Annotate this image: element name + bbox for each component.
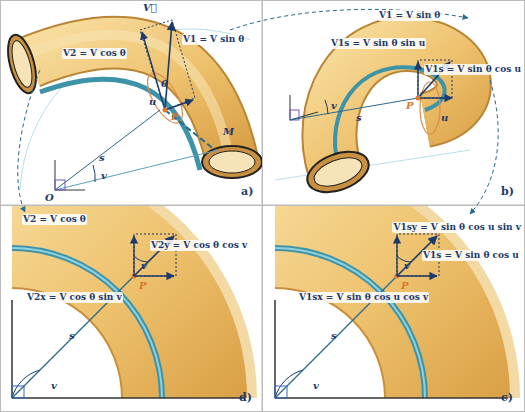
vector-label: V1 = V sin θ bbox=[378, 10, 441, 21]
vector-label: v bbox=[140, 260, 148, 271]
vector-label: v bbox=[403, 260, 411, 271]
vector-label: v bbox=[312, 380, 320, 391]
vector-label: s bbox=[355, 112, 363, 123]
panel-letter: d) bbox=[238, 392, 253, 403]
vector-label: V1sx = V sin θ cos u cos v bbox=[298, 292, 429, 303]
vector-label: V1sy = V sin θ cos u sin v bbox=[392, 222, 522, 233]
vector-label: P bbox=[138, 280, 148, 291]
vector-label: V1 = V sin θ bbox=[182, 34, 245, 45]
vector-label: s bbox=[68, 330, 76, 341]
vector-label: θ bbox=[160, 78, 169, 89]
vector-label: u bbox=[148, 96, 157, 107]
panel-letter: b) bbox=[500, 186, 515, 197]
vector-label: P bbox=[170, 111, 180, 122]
vector-label: O bbox=[44, 192, 55, 203]
vector-label: V⃗ bbox=[142, 2, 158, 13]
vector-label: P bbox=[405, 100, 415, 111]
vector-label: u bbox=[440, 112, 449, 123]
vector-label: V1s = V sin θ sin u bbox=[330, 38, 426, 49]
vector-label: M bbox=[222, 126, 235, 137]
vector-label: V1s = V sin θ cos u bbox=[422, 250, 520, 261]
vector-label: s bbox=[330, 330, 338, 341]
panel-letter: c) bbox=[500, 392, 514, 403]
vector-label: V2 = V cos θ bbox=[62, 48, 127, 59]
vector-label: v bbox=[50, 380, 58, 391]
vector-label: V1s = V sin θ cos u bbox=[424, 64, 522, 75]
vector-label: s bbox=[98, 152, 106, 163]
vector-label: V2x = V cos θ sin v bbox=[26, 292, 123, 303]
vector-label: v bbox=[100, 170, 108, 181]
vector-label: v bbox=[330, 100, 338, 111]
vector-label: P bbox=[400, 280, 410, 291]
panel-letter: a) bbox=[240, 186, 254, 197]
vector-label: V2 = V cos θ bbox=[22, 214, 87, 225]
vector-label: V2y = V cos θ cos v bbox=[150, 240, 248, 251]
